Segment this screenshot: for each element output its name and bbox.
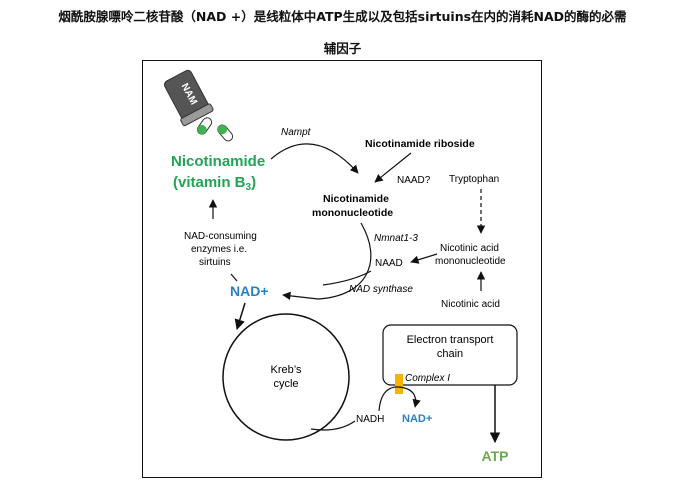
namn-label-line1: Nicotinic acid [440, 243, 499, 254]
nadh-label: NADH [356, 414, 384, 425]
krebs-cycle-circle [222, 313, 350, 441]
figure-caption-line1: 烟酰胺腺嘌呤二核苷酸（NAD +）是线粒体中ATP生成以及包括sirtuins在… [58, 9, 627, 24]
nad-consuming-label-line1: NAD-consuming [184, 231, 257, 242]
nmnat-arc-arrow [282, 222, 372, 301]
nampt-label: Nampt [281, 127, 312, 138]
naad-label: NAAD [375, 258, 403, 269]
riboside-arrow [374, 152, 412, 183]
nmnat-label: Nmnat1-3 [374, 233, 418, 244]
diagram-panel: NAM Nicotinamide (vitamin B3) Nampt Nico… [142, 60, 542, 478]
pill-bottle-icon: NAM [163, 69, 214, 127]
nad-metabolism-diagram: NAM Nicotinamide (vitamin B3) Nampt Nico… [163, 69, 518, 464]
nadh-oxidation-arrow [378, 386, 421, 412]
naad-question-label: NAAD? [397, 175, 431, 186]
nad-to-krebs-arrow [234, 302, 246, 331]
capsule-icon [196, 117, 234, 142]
electron-transport-chain-box [382, 324, 518, 386]
nad-consuming-label-line2: enzymes i.e. [191, 244, 247, 255]
complex-i-label: Complex I [405, 373, 450, 384]
consuming-connector [230, 273, 238, 282]
nad-plus-regenerated-label: NAD+ [402, 413, 432, 425]
nicotinamide-riboside-label: Nicotinamide riboside [365, 138, 475, 150]
nad-synthase-label: NAD synthase [349, 284, 413, 295]
krebs-label-line2: cycle [273, 378, 298, 390]
krebs-label-line1: Kreb’s [271, 364, 302, 376]
etc-label-line1: Electron transport [407, 334, 494, 346]
nicotinic-acid-label: Nicotinic acid [441, 299, 500, 310]
naad-to-nad-line [322, 270, 372, 286]
namn-to-naad-arrow [410, 253, 438, 264]
namn-label-line2: mononucleotide [435, 256, 506, 267]
vitamin-b3-label: (vitamin B3) [173, 174, 256, 193]
atp-label: ATP [482, 448, 509, 464]
figure-caption-line2: 辅因子 [323, 41, 362, 56]
nampt-arrow [270, 143, 359, 174]
complex-i-block [395, 374, 403, 394]
etc-label-line2: chain [437, 348, 463, 360]
nmn-label-line2: mononucleotide [312, 207, 393, 219]
tryptophan-label: Tryptophan [449, 174, 499, 185]
krebs-to-nadh-line [310, 420, 356, 431]
nmn-label-line1: Nicotinamide [323, 193, 389, 205]
nicotinamide-label: Nicotinamide [171, 153, 265, 170]
nad-consuming-label-line3: sirtuins [199, 257, 231, 268]
nad-plus-label: NAD+ [230, 283, 269, 299]
